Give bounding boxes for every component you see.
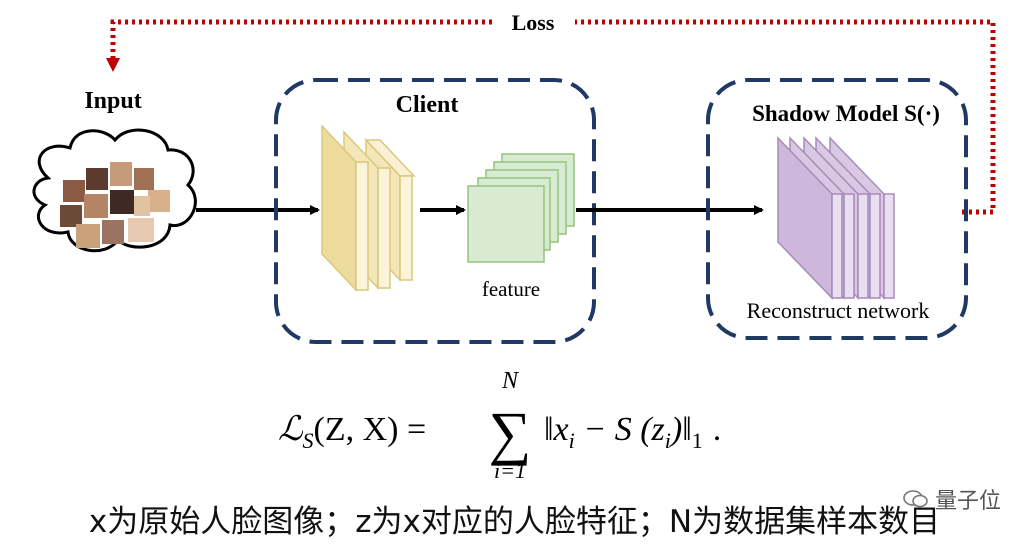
face-thumb [134,196,150,216]
formula-body: ‖xi − S (zi)‖1. [544,411,721,453]
feature-maps [467,153,575,263]
face-thumb [110,162,132,186]
caption: x为原始人脸图像；z为x对应的人脸特征；N为数据集样本数目 [88,504,941,540]
formula-lhs: ℒS(Z, X) = [278,411,426,453]
face-thumb [76,224,100,248]
input-face-cloud [32,128,197,253]
feature-label: feature [482,277,540,301]
watermark-text: 量子位 [934,489,1001,514]
client-title: Client [396,92,459,118]
wechat-icon [903,490,928,508]
face-thumbnails [60,162,170,248]
face-thumb [148,190,170,212]
face-thumb [134,168,154,190]
face-thumb [128,218,154,242]
loss-line-left [110,19,492,62]
loss-path [106,19,996,215]
face-thumb [86,168,108,190]
loss-formula: ℒS(Z, X) = N ∑ i=1 ‖xi − S (zi)‖1. [278,368,721,483]
input-label: Input [84,88,141,114]
sum-upper-limit: N [501,368,520,394]
watermark: 量子位 [903,483,1001,515]
shadow-reconstruct-layers [777,136,895,300]
face-thumb [102,220,124,244]
shadow-model-title: Shadow Model S(·) [752,101,940,126]
face-thumb [60,205,82,227]
loss-line-right [575,19,996,215]
loss-label: Loss [512,10,555,35]
face-thumb [110,190,134,214]
shadow-model-box [706,78,968,340]
face-thumb [84,194,108,218]
face-thumb [63,180,85,202]
loss-arrow-head [106,58,120,72]
client-encoder-layers [321,124,416,292]
sum-lower-limit: i=1 [494,458,526,483]
reconstruct-network-label: Reconstruct network [747,298,930,323]
sum-symbol: ∑ [489,400,532,466]
